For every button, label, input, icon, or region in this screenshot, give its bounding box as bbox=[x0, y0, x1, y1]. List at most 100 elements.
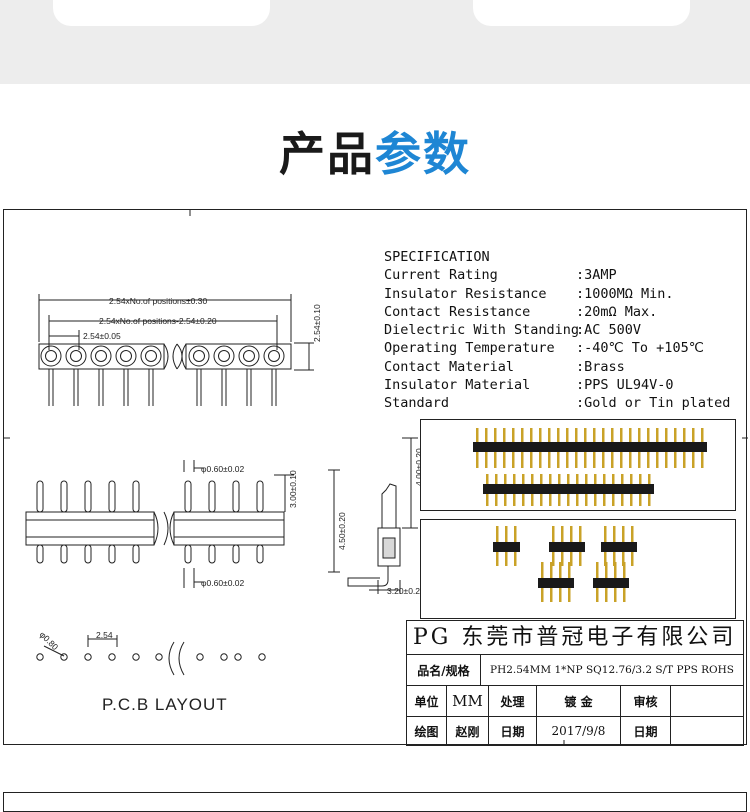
gold-pin bbox=[503, 452, 506, 468]
gold-pin bbox=[584, 452, 587, 468]
pcb-layout bbox=[43, 635, 185, 676]
gold-pin bbox=[623, 588, 626, 602]
pcb-hole bbox=[196, 653, 204, 661]
gold-pin bbox=[648, 474, 651, 484]
gold-pin bbox=[541, 562, 544, 578]
gold-pin bbox=[486, 494, 489, 506]
pcb-hole bbox=[258, 653, 266, 661]
gold-pin bbox=[594, 494, 597, 506]
dim-side-total: 4.50±0.20 bbox=[337, 512, 347, 550]
technical-drawing: 2.54xNo.of positions±0.30 2.54xNo.of pos… bbox=[3, 209, 748, 746]
pin-socket-inner bbox=[70, 350, 82, 362]
gold-pin bbox=[531, 474, 534, 484]
gold-pin bbox=[557, 428, 560, 442]
header-body bbox=[538, 578, 574, 588]
gold-pin bbox=[612, 494, 615, 506]
pin-top bbox=[208, 480, 216, 513]
gold-pin bbox=[549, 494, 552, 506]
gold-pin bbox=[605, 588, 608, 602]
gold-pin bbox=[622, 552, 625, 566]
pin-top bbox=[132, 480, 140, 513]
gold-pin bbox=[593, 452, 596, 468]
pin-socket-inner bbox=[268, 350, 280, 362]
spec-row: Contact Material:Brass bbox=[384, 358, 625, 375]
review-label: 审核 bbox=[621, 686, 671, 716]
gold-pin bbox=[558, 494, 561, 506]
pin-bottom bbox=[84, 544, 92, 564]
gold-pin bbox=[566, 452, 569, 468]
pin-socket-inner bbox=[120, 350, 132, 362]
gold-pin bbox=[561, 552, 564, 566]
gold-pin bbox=[638, 452, 641, 468]
dim-pcb-pitch: 2.54 bbox=[96, 630, 113, 640]
side-view bbox=[328, 437, 418, 594]
gold-pin bbox=[496, 552, 499, 566]
pin-bottom bbox=[36, 544, 44, 564]
pin-bottom bbox=[184, 544, 192, 564]
gold-pin bbox=[579, 552, 582, 566]
pin-bottom bbox=[232, 544, 240, 564]
dim-height-right: 2.54±0.10 bbox=[312, 304, 322, 342]
gold-pin bbox=[504, 474, 507, 484]
header-body bbox=[549, 542, 585, 552]
pin-top bbox=[184, 480, 192, 513]
gold-pin bbox=[570, 552, 573, 566]
gold-pin bbox=[604, 552, 607, 566]
gold-pin bbox=[614, 562, 617, 578]
spec-row: Standard:Gold or Tin plated bbox=[384, 395, 731, 412]
pin-socket-outer bbox=[40, 345, 62, 367]
pin-top bbox=[36, 480, 44, 513]
header-body bbox=[593, 578, 629, 588]
dim-body-height: 3.00±0.10 bbox=[288, 470, 298, 508]
gold-pin bbox=[623, 562, 626, 578]
gold-pin bbox=[611, 452, 614, 468]
gold-pin bbox=[639, 474, 642, 484]
pin-bottom bbox=[208, 544, 216, 564]
gold-pin bbox=[593, 428, 596, 442]
gold-pin bbox=[476, 428, 479, 442]
gold-pin bbox=[630, 474, 633, 484]
gold-pin bbox=[622, 526, 625, 542]
gold-pin bbox=[576, 494, 579, 506]
gold-pin bbox=[521, 452, 524, 468]
top-tab-right[interactable] bbox=[473, 0, 690, 26]
gold-pin bbox=[611, 428, 614, 442]
front-view-pins bbox=[36, 480, 264, 564]
gold-pin bbox=[550, 562, 553, 578]
pin-bottom bbox=[60, 544, 68, 564]
pin-bottom bbox=[132, 544, 140, 564]
gold-pin bbox=[613, 526, 616, 542]
spec-row: Insulator Resistance:1000MΩ Min. bbox=[384, 285, 674, 302]
company-name: PG 东莞市普冠电子有限公司 bbox=[407, 621, 743, 655]
top-view bbox=[38, 294, 314, 371]
pcb-hole bbox=[132, 653, 140, 661]
pin-socket-outer bbox=[140, 345, 162, 367]
section-title: 产品参数 bbox=[0, 118, 750, 184]
gold-pin bbox=[567, 494, 570, 506]
gold-pin bbox=[522, 494, 525, 506]
gold-pin bbox=[495, 474, 498, 484]
pcb-hole bbox=[60, 653, 68, 661]
section-title-part1: 产品 bbox=[279, 127, 375, 181]
pin-top bbox=[60, 480, 68, 513]
gold-pin bbox=[540, 474, 543, 484]
gold-pin bbox=[550, 588, 553, 602]
gold-pin bbox=[692, 452, 695, 468]
product-photo-short-headers bbox=[420, 519, 736, 619]
pin-socket-outer bbox=[90, 345, 112, 367]
gold-pin bbox=[602, 452, 605, 468]
top-tab-left[interactable] bbox=[53, 0, 270, 26]
gold-pin bbox=[584, 428, 587, 442]
spec-row: Insulator Material:PPS UL94V-0 bbox=[384, 377, 674, 394]
top-view-pins bbox=[40, 345, 285, 406]
pin-socket-inner bbox=[45, 350, 57, 362]
header-body bbox=[493, 542, 520, 552]
name-label: 品名/规格 bbox=[407, 655, 481, 685]
gold-pin bbox=[575, 428, 578, 442]
gold-pin bbox=[701, 428, 704, 442]
gold-pin bbox=[683, 452, 686, 468]
gold-pin bbox=[585, 474, 588, 484]
name-value: PH2.54MM 1*NP SQ12.76/3.2 S/T PPS ROHS bbox=[490, 664, 734, 676]
gold-pin bbox=[631, 552, 634, 566]
gold-pin bbox=[513, 474, 516, 484]
